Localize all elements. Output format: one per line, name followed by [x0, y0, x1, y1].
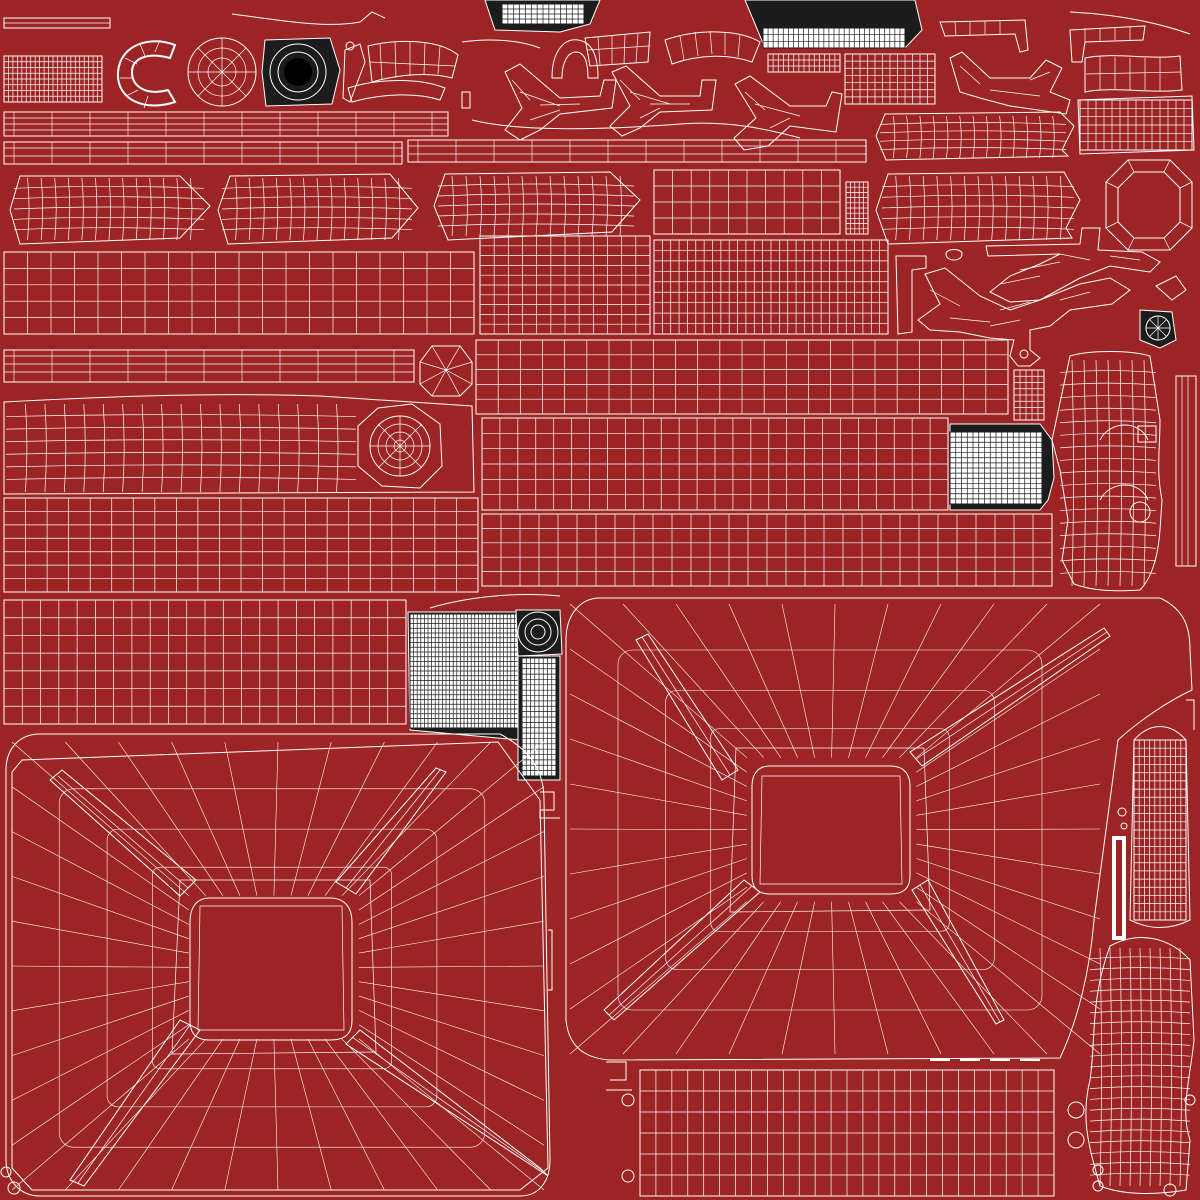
grid-panel-row6-left: [3, 599, 407, 725]
arrow-panel-2: [217, 173, 419, 245]
yoke-island-1: [504, 63, 617, 141]
bottom-dash-strip: [606, 1059, 1040, 1183]
tiny-grid-row4: [1013, 369, 1045, 421]
arrow-panel-right-top: [875, 111, 1075, 161]
grid-panel-bottom: [639, 1069, 1055, 1197]
arrow-panel-right-mid: [875, 171, 1081, 245]
octagon-ring-right: [1105, 159, 1193, 251]
wavy-strip-right: [1084, 55, 1183, 93]
grid-panel-row5-right: [481, 513, 1053, 587]
long-strip-4: [3, 349, 415, 383]
long-strip-1: [3, 111, 449, 137]
thin-curve-lower: [429, 594, 561, 991]
radial-ring-island: [187, 37, 257, 107]
dark-lens-island: [261, 37, 341, 107]
dark-grid-block: [949, 423, 1055, 511]
bent-strip-top-right: [939, 19, 1029, 53]
thin-curve-mid: [461, 91, 801, 139]
grid-panel-row2-center: [653, 169, 841, 235]
hook-island-top: [342, 41, 366, 103]
panel-with-hole: [3, 394, 475, 495]
small-bar-right: [1112, 836, 1126, 940]
yoke-island-4: [949, 51, 1071, 115]
thin-curve-top-right: [1069, 11, 1191, 35]
dark-grid-block-lower: [407, 611, 521, 741]
grid-block-small-top-left: [3, 55, 103, 103]
grid-panel-row5-center: [481, 417, 949, 511]
dark-lens-right: [1139, 309, 1177, 349]
grid-panel-row5-left: [3, 497, 479, 593]
dark-tab-top: [484, 0, 601, 33]
cross-panel-right: [565, 597, 1193, 1061]
yoke-island-2: [609, 65, 717, 137]
curved-strip-island-2: [347, 80, 446, 103]
curved-strip-island-1: [367, 40, 459, 83]
curved-grid-island-top: [584, 31, 651, 67]
bottom-left-corner-bits: [0, 1166, 21, 1195]
yoke-island-right-2: [917, 267, 1131, 367]
dark-grid-column: [517, 655, 561, 781]
curved-strip-island-3: [664, 30, 761, 65]
octagon-small: [419, 345, 473, 397]
tick-overlay-strips: [13, 112, 837, 382]
grid-panel-row3-center: [653, 239, 889, 335]
strap-strip-top-left: [3, 17, 111, 29]
vertical-grip-strip-right: [1129, 726, 1191, 928]
dark-tab-top-right: [744, 0, 923, 49]
grid-panel-row3-mid: [479, 235, 651, 335]
grid-panel-row4-center: [475, 339, 1009, 415]
arrow-panel-3: [433, 171, 641, 241]
grid-block-right-top: [1077, 95, 1195, 155]
thin-vertical-strip-right: [1175, 375, 1197, 567]
long-strip-3: [407, 139, 867, 163]
shaped-panel-right: [1051, 351, 1163, 592]
thin-curve-top: [231, 11, 541, 49]
small-grid-block-top: [767, 53, 841, 73]
long-strip-2: [3, 141, 403, 165]
grid-block-mid-top: [844, 53, 936, 105]
arrow-panel-1: [9, 175, 211, 245]
yoke-island-right-1: [985, 227, 1161, 303]
dark-ring-block: [515, 609, 563, 657]
yoke-island-3: [733, 75, 843, 151]
cross-panel-left: [5, 733, 551, 1197]
hook-strip-top-right: [1069, 25, 1146, 63]
tiny-grid-row2: [845, 181, 869, 235]
organic-grip-bottom-right: [1067, 937, 1195, 1197]
grid-panel-row3-left: [3, 251, 475, 335]
bracket-island-right: [895, 249, 1187, 335]
c-shape-island: [116, 39, 177, 109]
tiny-details-right: [1117, 699, 1196, 1106]
pipe-arch-island: [551, 39, 599, 79]
